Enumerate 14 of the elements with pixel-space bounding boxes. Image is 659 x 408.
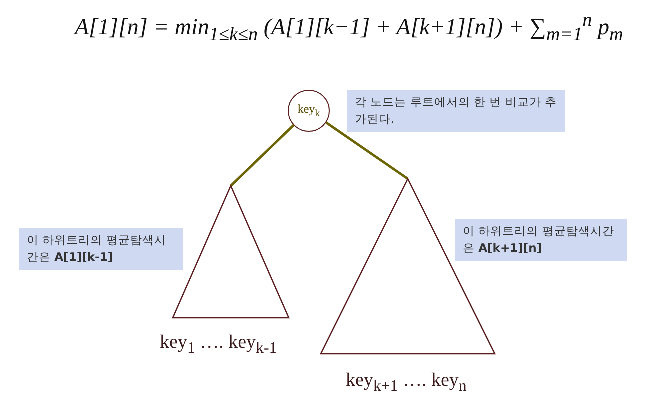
tree-edge-line — [326, 122, 409, 180]
note-box — [19, 228, 183, 270]
note-box — [455, 219, 627, 261]
node-key-label: key$_{k}$ — [298, 102, 320, 120]
note-text: 각 노드는 루트에서의 한 번 비교가 추가된다. — [355, 94, 557, 128]
tree-edge-line — [230, 124, 295, 187]
tree-node-circle — [288, 90, 330, 132]
note-text: 이 하위트리의 평균탐색시간은 A[k+1][n] — [463, 223, 616, 257]
key-range-label: key$_{1}$ …. key$_{k-1}$ — [160, 332, 278, 358]
note-text: 이 하위트리의 평균탐색시간은 A[1][k-1] — [27, 232, 168, 266]
formula: A[1][n] = min$_{1≤k≤n}$ (A[1][k−1] + A[k+1][n]) + ∑$_{m=1}$$^{n}$ p$_{m}$ — [75, 10, 624, 46]
subtree-triangle — [172, 185, 290, 319]
note-box — [347, 90, 565, 132]
key-range-label: key$_{k+1}$ …. key$_{n}$ — [346, 370, 467, 396]
